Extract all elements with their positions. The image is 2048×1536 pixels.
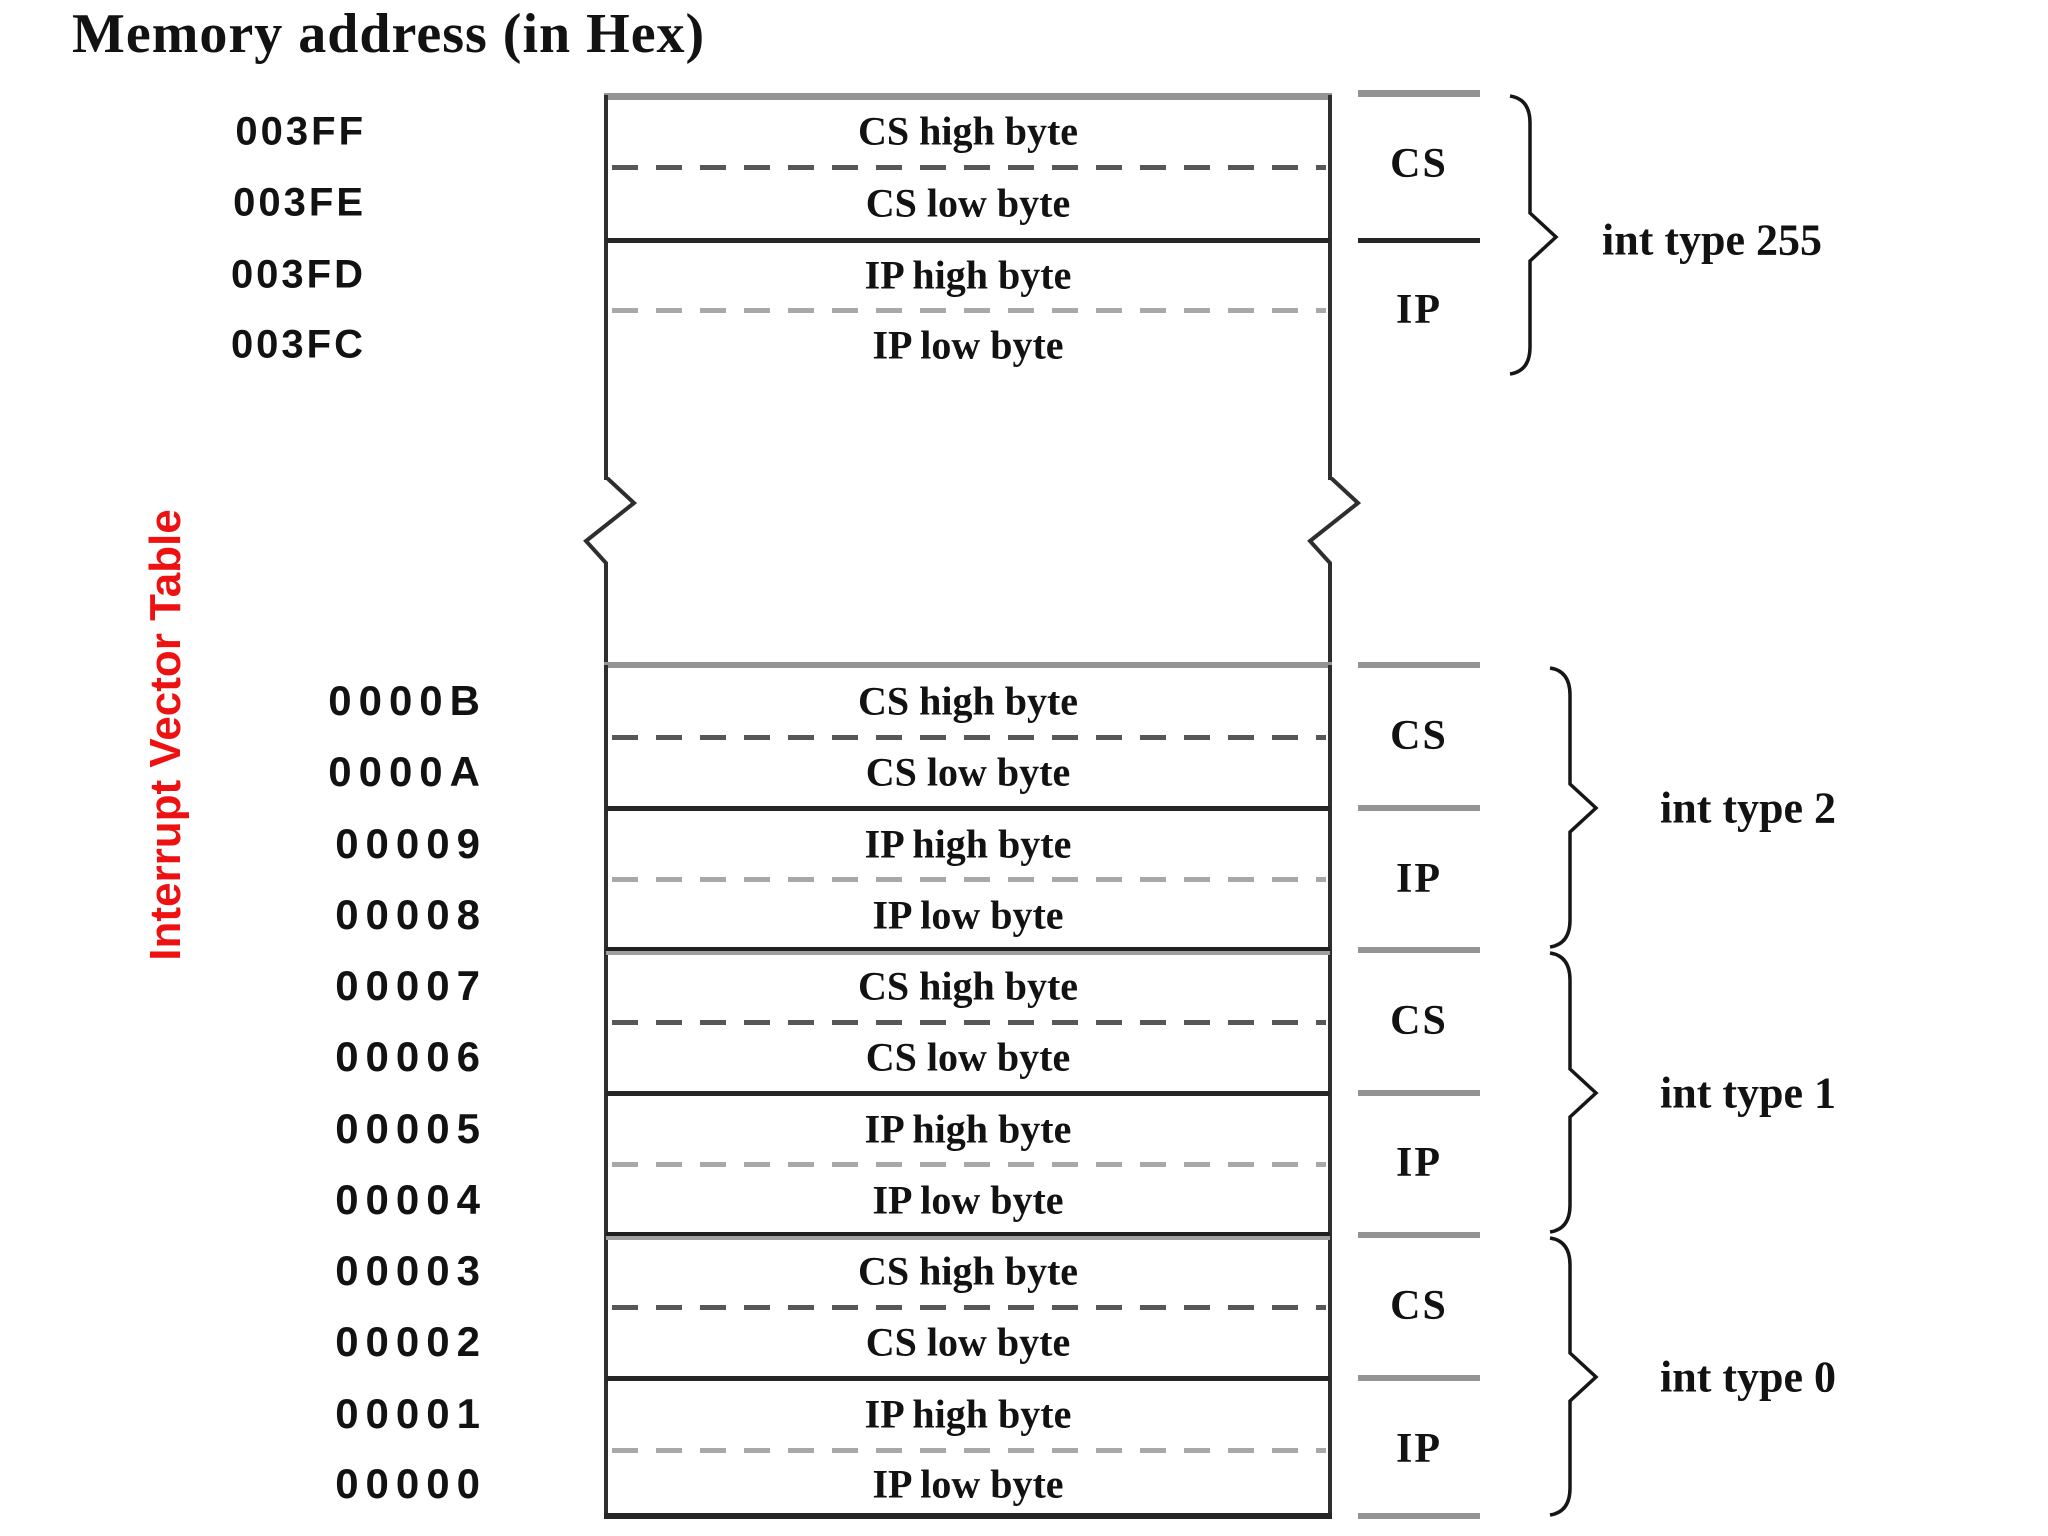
row-separator-dashed: [612, 1162, 1326, 1167]
int-type-label: int type 2: [1660, 783, 1836, 833]
address-label: 003FE: [233, 180, 366, 225]
row-separator-dashed: [612, 308, 1326, 313]
side-label-interrupt-vector-table: Interrupt Vector Table: [141, 509, 190, 961]
address-label: 0000B: [328, 677, 487, 724]
register-label-cs: CS: [1390, 713, 1448, 759]
address-label: 00004: [335, 1176, 487, 1223]
cs-ip-separator: [606, 806, 1330, 811]
table-bottom-border: [604, 1513, 1332, 1519]
table-right-border: [1328, 665, 1332, 1518]
address-label: 00007: [335, 962, 487, 1009]
brace-int-type-255: [1508, 93, 1564, 377]
memory-cell: IP low byte: [872, 892, 1064, 938]
int-type-label: int type 1: [1660, 1068, 1836, 1118]
cs-ip-separator: [606, 1091, 1330, 1096]
register-label-cs: CS: [1390, 141, 1448, 187]
address-label: 00003: [335, 1247, 487, 1294]
cs-ip-separator: [606, 1376, 1330, 1381]
memory-cell: IP high byte: [864, 821, 1072, 867]
int-type-label: int type 255: [1602, 215, 1822, 265]
memory-cell: CS low byte: [865, 1319, 1071, 1365]
register-label-ip: IP: [1396, 1426, 1442, 1472]
register-column-line: [1358, 238, 1480, 243]
address-label: 00005: [335, 1105, 487, 1152]
memory-cell: IP high byte: [864, 1391, 1072, 1437]
block-separator: [606, 947, 1330, 955]
register-label-cs: CS: [1390, 998, 1448, 1044]
memory-cell: IP low byte: [872, 322, 1064, 368]
break-zigzag-left: [578, 477, 668, 669]
row-separator-dashed: [612, 1448, 1326, 1453]
memory-cell: CS low byte: [865, 1034, 1071, 1080]
row-separator-dashed: [612, 1020, 1326, 1025]
brace-int-type-1: [1548, 950, 1604, 1235]
register-column-line: [1358, 662, 1480, 668]
break-zigzag-right: [1302, 477, 1392, 669]
register-label-cs: CS: [1390, 1283, 1448, 1329]
memory-cell: IP low byte: [872, 1461, 1064, 1507]
int-type-label: int type 0: [1660, 1352, 1836, 1402]
memory-cell: CS low byte: [865, 749, 1071, 795]
memory-cell: IP high byte: [864, 1106, 1072, 1152]
address-label: 003FD: [230, 252, 366, 297]
row-separator-dashed: [612, 165, 1326, 170]
table-left-border: [604, 95, 608, 480]
brace-int-type-0: [1548, 1235, 1604, 1518]
address-label: 00008: [335, 891, 487, 938]
memory-cell: IP low byte: [872, 1177, 1064, 1223]
address-label: 00001: [335, 1390, 487, 1437]
address-label: 00002: [335, 1318, 487, 1365]
page-title: Memory address (in Hex): [72, 3, 706, 65]
register-label-ip: IP: [1396, 856, 1442, 902]
register-column-line: [1358, 1375, 1480, 1381]
register-column-line: [1358, 1090, 1480, 1096]
address-label: 00009: [335, 820, 487, 867]
memory-cell: CS high byte: [857, 1248, 1079, 1294]
table-top-border: [604, 93, 1332, 100]
memory-cell: CS high byte: [857, 963, 1079, 1009]
row-separator-dashed: [612, 877, 1326, 882]
register-column-line: [1358, 90, 1480, 97]
memory-cell: IP high byte: [864, 252, 1072, 298]
row-separator-dashed: [612, 1305, 1326, 1310]
address-label: 003FF: [235, 109, 366, 154]
cs-ip-separator: [606, 238, 1330, 243]
table-section-border: [604, 662, 1332, 668]
register-label-ip: IP: [1396, 287, 1442, 333]
register-column-line: [1358, 1513, 1480, 1519]
memory-cell: CS low byte: [865, 180, 1071, 226]
memory-cell: CS high byte: [857, 678, 1079, 724]
brace-int-type-2: [1548, 665, 1604, 950]
memory-cell: CS high byte: [857, 108, 1079, 154]
register-label-ip: IP: [1396, 1140, 1442, 1186]
address-label: 0000A: [328, 748, 487, 795]
block-separator: [606, 1232, 1330, 1240]
register-column-line: [1358, 1232, 1480, 1238]
address-label: 003FC: [230, 322, 366, 367]
register-column-line: [1358, 947, 1480, 953]
table-right-border: [1328, 95, 1332, 480]
address-label: 00000: [335, 1460, 487, 1507]
row-separator-dashed: [612, 735, 1326, 740]
register-column-line: [1358, 805, 1480, 811]
address-label: 00006: [335, 1033, 487, 1080]
